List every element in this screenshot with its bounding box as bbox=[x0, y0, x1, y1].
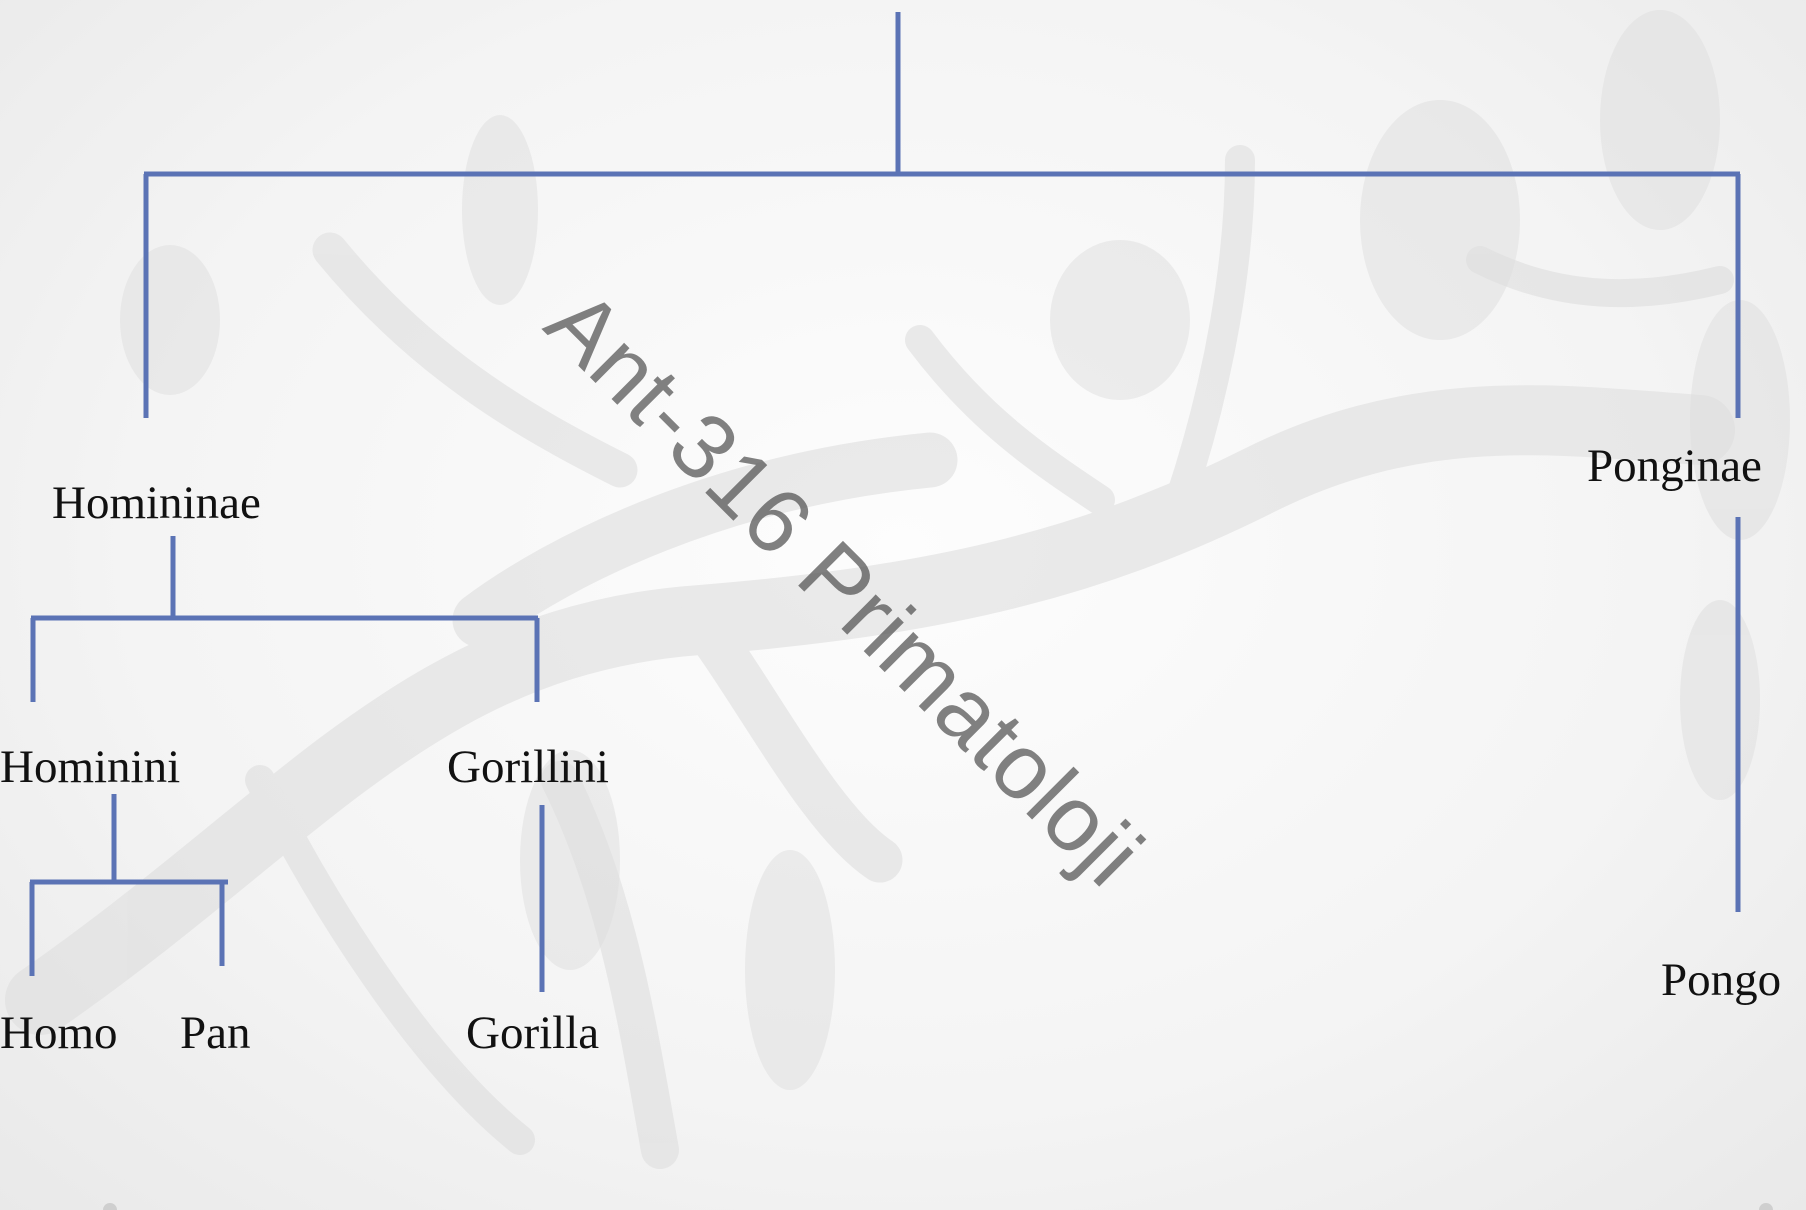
corner-dot-left bbox=[103, 1203, 117, 1210]
corner-dot-right bbox=[1759, 1203, 1773, 1210]
node-ponginae: Ponginae bbox=[1587, 440, 1762, 492]
node-gorilla: Gorilla bbox=[466, 1007, 600, 1059]
node-homo: Homo bbox=[0, 1007, 118, 1059]
node-gorillini: Gorillini bbox=[447, 741, 609, 793]
node-pan: Pan bbox=[180, 1007, 251, 1059]
node-homininae: Homininae bbox=[52, 477, 261, 529]
node-pongo: Pongo bbox=[1661, 954, 1782, 1006]
node-hominini: Hominini bbox=[0, 741, 181, 793]
